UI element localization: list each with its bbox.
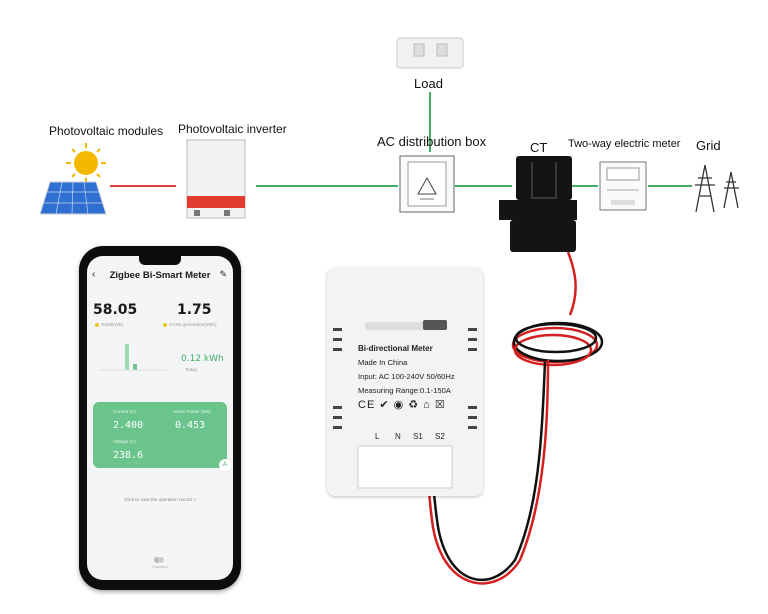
current-caption: Current (A)	[113, 409, 136, 414]
function-label: Function	[152, 564, 168, 569]
phone-notch	[139, 256, 181, 265]
gross-generation-caption: Gross generation(kWh)	[163, 322, 217, 327]
label-load: Load	[414, 76, 443, 91]
terminal-s1: S1	[413, 432, 423, 441]
label-grid: Grid	[696, 138, 721, 153]
live-readings-card: Current (A) 2.400 Active Power (kW) 0.45…	[93, 402, 231, 471]
label-photovoltaic-modules: Photovoltaic modules	[49, 124, 164, 138]
gross-generation-value: 1.75	[177, 302, 212, 318]
function-icon[interactable]	[153, 552, 165, 563]
label-ct: CT	[530, 140, 548, 155]
active-power-value: 0.453	[175, 420, 206, 431]
terminal-n: N	[395, 432, 401, 441]
current-value: 2.400	[113, 420, 144, 431]
voltage-value: 238.6	[113, 450, 144, 461]
voltage-caption: Voltage (V)	[113, 439, 136, 444]
back-icon[interactable]: ‹	[92, 269, 96, 280]
edit-icon[interactable]: ✎	[219, 269, 227, 279]
app-screen: ‹ Zigbee Bi-Smart Meter ✎ 58.05 Total(kW…	[87, 256, 233, 580]
total-energy-value: 58.05	[93, 302, 138, 318]
today-energy-value: 0.12 kWh	[181, 354, 224, 364]
meter-title: Bi-directional Meter	[358, 344, 433, 353]
meter-range-spec: Measuring Range:0.1-150A	[358, 386, 451, 395]
usage-bar-chart	[99, 344, 167, 371]
meter-vents	[333, 320, 477, 489]
bi-directional-meter-device: Bi-directional Meter Made In China Input…	[327, 268, 483, 496]
terminal-s2: S2	[435, 432, 445, 441]
operation-record-link[interactable]: Click to view the operation record >	[124, 497, 196, 502]
terminal-l: L	[375, 432, 380, 441]
label-photovoltaic-inverter: Photovoltaic inverter	[178, 122, 287, 136]
meter-input-spec: Input: AC 100-240V 50/60Hz	[358, 372, 455, 381]
today-energy-caption: Today	[185, 367, 198, 372]
meter-origin: Made In China	[358, 358, 408, 367]
mode-badge[interactable]: A	[219, 459, 231, 471]
total-energy-caption: Total(kWh)	[95, 322, 123, 327]
label-two-way-meter: Two-way electric meter	[568, 138, 681, 150]
certification-marks: CE ✔ ◉ ♻ ⌂ ☒	[358, 399, 446, 411]
app-title: Zigbee Bi-Smart Meter	[109, 270, 211, 281]
active-power-caption: Active Power (kW)	[173, 409, 211, 414]
smartphone: ‹ Zigbee Bi-Smart Meter ✎ 58.05 Total(kW…	[79, 246, 241, 590]
sun-icon	[66, 143, 106, 183]
label-ac-distribution-box: AC distribution box	[377, 134, 487, 149]
